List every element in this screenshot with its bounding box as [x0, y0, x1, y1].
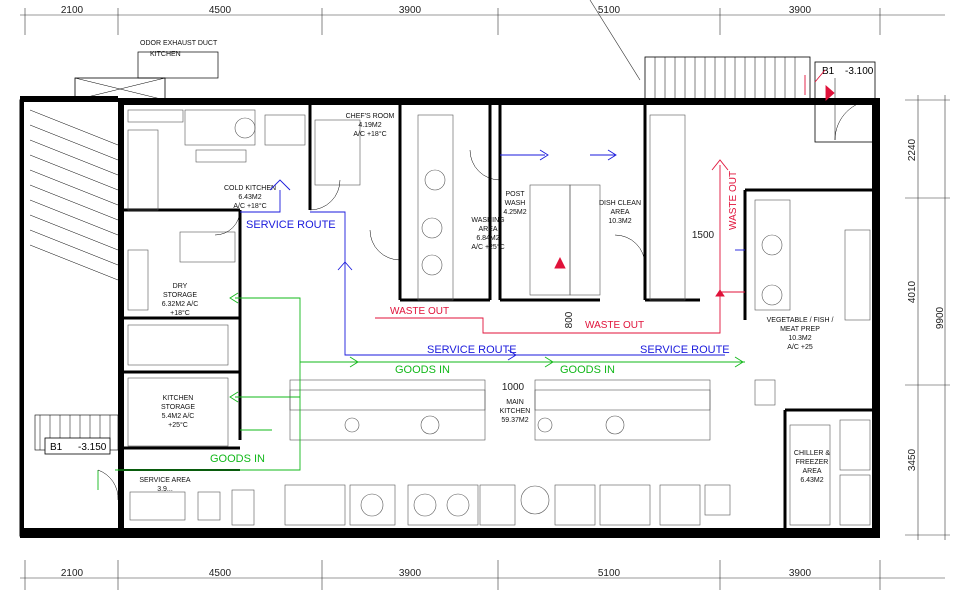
exhaust-duct: ODOR EXHAUST DUCT KITCHEN	[74, 40, 219, 101]
room-chiller-title-3: AREA	[802, 468, 821, 475]
room-post-wash-title: POST	[505, 191, 525, 198]
waste-out-label-1: WASTE OUT	[390, 306, 449, 317]
dim-bottom-2: 4500	[209, 568, 232, 579]
room-main-kitchen-area: 59.37M2	[501, 417, 528, 424]
equipment	[127, 109, 871, 526]
room-dish-clean-area: 10.3M2	[608, 218, 631, 225]
room-service-area-title: SERVICE AREA	[139, 477, 191, 484]
dim-top-5: 3900	[789, 5, 812, 16]
room-main-kitchen-title-2: KITCHEN	[500, 408, 531, 415]
inner-dimensions: 1500 800 1000	[502, 230, 715, 393]
dim-top-1: 2100	[61, 5, 84, 16]
waste-out-label-2: WASTE OUT	[585, 320, 644, 331]
b1-left-label: B1	[50, 442, 63, 453]
exhaust-label: ODOR EXHAUST DUCT	[140, 40, 218, 47]
room-chiller-title-2: FREEZER	[796, 459, 829, 466]
room-washing-title: WASHING	[471, 217, 504, 224]
dim-bottom-3: 3900	[399, 568, 422, 579]
room-chefs-room-title: CHEF'S ROOM	[346, 113, 395, 120]
room-dry-storage-ac: +18°C	[170, 309, 190, 317]
doors	[97, 99, 876, 501]
room-cold-kitchen-area: 6.43M2	[238, 194, 261, 201]
dim-top-2: 4500	[209, 5, 232, 16]
inner-dim-800: 800	[564, 311, 575, 328]
room-veg-prep-title-2: MEAT PREP	[780, 326, 820, 333]
left-ramp: B1 -3.150	[29, 109, 119, 455]
bottom-dimension-line: 2100 4500 3900 5100 3900	[20, 560, 945, 590]
goods-in-label-1: GOODS IN	[395, 364, 450, 376]
room-chiller-title: CHILLER &	[794, 450, 831, 457]
room-veg-prep-ac: A/C +25	[787, 344, 813, 351]
room-kitchen-storage-area: 5.4M2 A/C	[162, 413, 195, 420]
exhaust-label-2: KITCHEN	[150, 51, 181, 58]
room-post-wash-area: 4.25M2	[503, 209, 526, 216]
dim-right-total: 9900	[935, 306, 946, 329]
dim-top-4: 5100	[598, 5, 621, 16]
room-cold-kitchen-title: COLD KITCHEN	[224, 185, 276, 192]
dim-right-3: 3450	[907, 448, 918, 471]
waste-out-routes: WASTE OUT WASTE OUT WASTE OUT	[375, 69, 835, 334]
service-route-label-3: SERVICE ROUTE	[640, 344, 730, 356]
dim-top-3: 3900	[399, 5, 422, 16]
room-service-area-area: 3.9...	[157, 486, 173, 493]
waste-out-label-3: WASTE OUT	[728, 171, 739, 230]
entry-ramp: B1 -3.100	[589, 0, 876, 143]
room-dish-clean-title: DISH CLEAN	[599, 200, 641, 207]
b1-top-label: B1	[822, 66, 835, 77]
dim-right-1: 2240	[907, 138, 918, 161]
room-post-wash-title-2: WASH	[505, 200, 526, 207]
dim-bottom-4: 5100	[598, 568, 621, 579]
service-routes: SERVICE ROUTE SERVICE ROUTE SERVICE ROUT…	[240, 149, 745, 361]
right-dimension-line: 2240 4010 3450 9900	[905, 95, 950, 540]
interior-walls	[124, 105, 872, 530]
goods-in-label-3: GOODS IN	[210, 453, 265, 465]
room-chefs-room-area: 4.19M2	[358, 122, 381, 129]
inner-dim-1500: 1500	[692, 230, 715, 241]
room-chiller-area: 6.43M2	[800, 477, 823, 484]
room-dry-storage-area: 6.32M2 A/C	[162, 301, 199, 308]
room-cold-kitchen-ac: A/C +18°C	[233, 202, 266, 210]
room-washing-area: 6.84M2	[476, 235, 499, 242]
room-dry-storage-title-2: STORAGE	[163, 292, 197, 299]
service-route-label-2: SERVICE ROUTE	[427, 344, 517, 356]
b1-top-level: -3.100	[845, 66, 874, 77]
room-washing-ac: A/C +25°C	[471, 243, 504, 251]
goods-in-routes: GOODS IN GOODS IN GOODS IN	[97, 292, 745, 490]
top-dimension-line: 2100 4500 3900 5100 3900	[20, 5, 945, 35]
room-washing-title-2: AREA	[478, 226, 497, 233]
dim-bottom-1: 2100	[61, 568, 84, 579]
room-veg-prep-title: VEGETABLE / FISH /	[767, 317, 834, 324]
room-veg-prep-area: 10.3M2	[788, 335, 811, 342]
outer-walls	[19, 96, 880, 538]
b1-left-level: -3.150	[78, 442, 107, 453]
room-kitchen-storage-title: KITCHEN	[163, 395, 194, 402]
room-labels: CHEF'S ROOM 4.19M2 A/C +18°C COLD KITCHE…	[139, 113, 833, 493]
goods-in-label-2: GOODS IN	[560, 364, 615, 376]
room-main-kitchen-title: MAIN	[506, 399, 524, 406]
room-chefs-room-ac: A/C +18°C	[353, 130, 386, 138]
dim-right-2: 4010	[907, 280, 918, 303]
room-kitchen-storage-title-2: STORAGE	[161, 404, 195, 411]
dim-bottom-5: 3900	[789, 568, 812, 579]
room-dry-storage-title: DRY	[173, 283, 188, 290]
room-kitchen-storage-ac: +25°C	[168, 421, 188, 429]
service-route-label-1: SERVICE ROUTE	[246, 219, 336, 231]
room-dish-clean-title-2: AREA	[610, 209, 629, 216]
inner-dim-1000: 1000	[502, 382, 525, 393]
